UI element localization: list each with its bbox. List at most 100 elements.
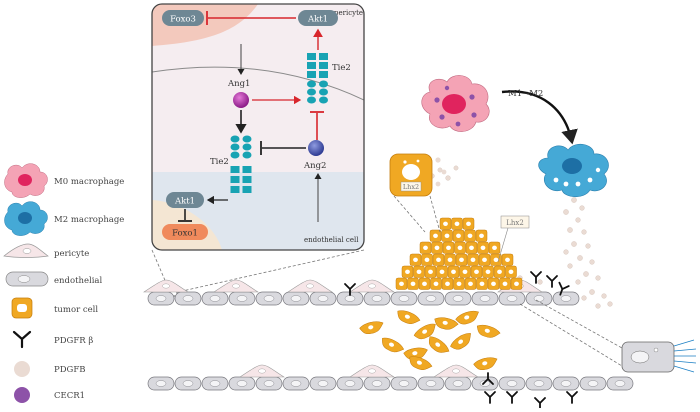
tumor-cell-nucleus — [405, 269, 410, 274]
tumor-cell-nucleus — [451, 269, 456, 274]
tumor-cell-nucleus — [439, 269, 445, 274]
akt1-bottom-node — [166, 192, 204, 208]
tumor-cell-nucleus — [434, 245, 440, 250]
tumor-cell-nucleus — [485, 269, 491, 274]
akt1-top-node — [298, 10, 338, 26]
tumor-cell-nucleus — [410, 281, 416, 286]
tumor-cell-nucleus — [492, 245, 497, 250]
foxo1-label: Foxo1 — [172, 229, 198, 239]
pdgfr-beta-receptor — [482, 372, 494, 385]
endothelial-nucleus — [263, 380, 275, 387]
migrating-tumor-cell — [434, 317, 459, 330]
endothelial-nucleus — [182, 380, 194, 387]
polarization-label: M1→M2 — [508, 89, 543, 99]
tie2-right-receptor — [307, 53, 328, 104]
pdgfr-beta-receptor — [344, 283, 356, 296]
zoom-line-cell-right — [519, 303, 623, 367]
legend: M0 macrophage M2 macrophage pericyte end… — [3, 163, 124, 403]
zoom-line-cell — [393, 195, 426, 233]
migrating-tumor-cell — [382, 337, 405, 353]
legend-label: PDGFB — [54, 365, 85, 375]
tumor-cell-nucleus — [433, 233, 438, 238]
tumor-cell-nucleus — [469, 245, 474, 250]
zoom-line-right — [177, 249, 365, 293]
tumor-cell-nucleus — [422, 329, 428, 334]
pericyte-region-label: pericyte — [334, 9, 363, 17]
tumor-cell-nucleus — [459, 257, 464, 262]
tumor-cell-nucleus — [435, 342, 441, 347]
tumor-cell-nucleus — [514, 281, 519, 286]
akt1-bottom-label: Akt1 — [174, 197, 195, 207]
endothelial-nucleus — [560, 380, 572, 387]
endothelial-nucleus — [236, 380, 248, 387]
endothelial-nucleus — [290, 295, 302, 302]
endothelial-nucleus — [614, 380, 626, 387]
tumor-cell-nucleus — [442, 320, 448, 325]
pdgfr-beta-receptor — [530, 271, 542, 284]
tumor-cell-nucleus — [404, 314, 410, 319]
tumor-cell-nucleus — [508, 269, 514, 274]
tumor-cell-nucleus — [456, 233, 461, 238]
tumor-marker-label: Lhx2 — [506, 219, 524, 227]
endothelial-nucleus — [317, 295, 329, 302]
zoom-line-left — [151, 249, 171, 293]
tumor-cell-nucleus — [466, 221, 471, 226]
tumor-cell-nucleus — [467, 233, 473, 238]
pericyte-nucleus — [368, 283, 376, 289]
foxo3-label: Foxo3 — [170, 15, 196, 25]
tumor-cell-nucleus — [454, 221, 460, 226]
tumor-cell-nucleus — [464, 315, 470, 320]
endothelial-nucleus — [236, 295, 248, 302]
legend-label: PDGFR β — [54, 336, 93, 346]
migrating-tumor-cell — [403, 347, 428, 360]
endothelial-nucleus — [452, 380, 464, 387]
migrating-tumor-cell — [450, 333, 471, 350]
m0-macrophage-large — [421, 75, 490, 132]
endothelial-nucleus — [182, 295, 194, 302]
legend-item-m2: M2 macrophage — [4, 201, 124, 236]
tumor-cell-nucleus — [484, 328, 490, 333]
polarization-arrow — [501, 90, 578, 145]
tumor-cell-nucleus — [497, 269, 502, 274]
tumor-cell-nucleus — [416, 360, 422, 365]
legend-label: pericyte — [54, 249, 89, 259]
tumor-cell-nucleus — [368, 325, 374, 330]
ang2-ligand — [308, 140, 324, 156]
tumor-cell-nucleus — [479, 281, 485, 286]
pdgfr-beta-receptor — [566, 391, 578, 404]
endothelial-nucleus — [506, 295, 518, 302]
tumor-cell-zoom: Lhx2 — [389, 153, 433, 197]
tumor-cell-nucleus — [412, 351, 418, 356]
legend-item-pdgfrb: PDGFR β — [12, 330, 93, 349]
tumor-cell-nucleus — [482, 257, 487, 262]
zoom-line-cell — [429, 195, 441, 233]
legend-label: M2 macrophage — [54, 215, 124, 225]
pdgfr-beta-receptor — [506, 391, 518, 404]
legend-label: M0 macrophage — [54, 177, 124, 187]
tumor-mass — [395, 217, 523, 290]
ang1-ligand — [233, 92, 249, 108]
tumor-cell-nucleus — [446, 245, 451, 250]
migrating-tumor-cell — [428, 336, 450, 353]
blood-vessel-bottom — [147, 376, 634, 391]
endothelial-nucleus — [155, 295, 167, 302]
endothelial-nucleus — [344, 295, 356, 302]
legend-label: endothelial — [54, 276, 102, 286]
migrating-tumor-cell — [397, 310, 421, 324]
endothelial-nucleus — [344, 380, 356, 387]
tumor-cell-nucleus — [493, 257, 499, 262]
signaling-inset: pericyte endothelial cell Foxo3 Akt1 Tie… — [151, 3, 365, 251]
migrating-tumor-cell — [413, 323, 436, 340]
tumor-cell-nucleus — [422, 281, 427, 286]
ang1-label: Ang1 — [227, 79, 250, 89]
pericyte-membrane — [152, 66, 364, 101]
endothelial-nucleus — [479, 380, 491, 387]
pericyte-nucleus — [162, 283, 170, 289]
endothelial-nucleus — [371, 380, 383, 387]
pericyte-nucleus — [258, 368, 266, 374]
tumor-cell-nucleus — [413, 257, 418, 262]
tumor-cell-nucleus — [444, 233, 450, 238]
legend-label: tumor cell — [54, 305, 98, 315]
tumor-cell-nucleus — [479, 233, 484, 238]
migrating-tumor-cell — [455, 310, 479, 325]
